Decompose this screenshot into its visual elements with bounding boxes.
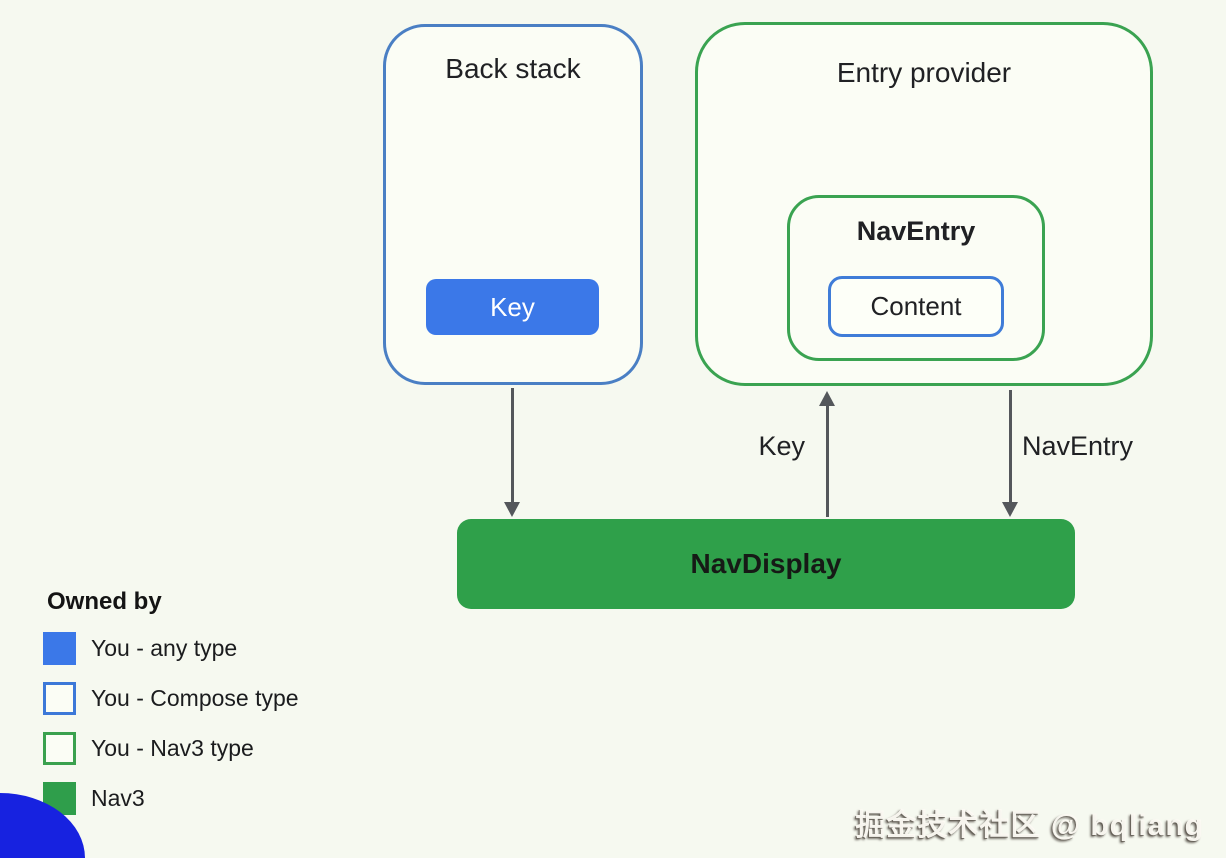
nav-entry-box: NavEntry Content <box>787 195 1045 361</box>
entry-provider-title: Entry provider <box>836 57 1012 88</box>
key-node: Key <box>426 279 599 335</box>
legend: Owned by You - any type You - Compose ty… <box>43 588 299 832</box>
legend-swatch-blue-filled <box>43 632 76 665</box>
back-stack-box: Back stack Key <box>383 24 643 385</box>
legend-label: You - Compose type <box>91 685 299 711</box>
key-node-label: Key <box>490 291 535 322</box>
content-box-label: Content <box>870 291 962 321</box>
watermark-text: 掘金技术社区 @ bqliang <box>855 809 1204 842</box>
arrow-up-icon <box>819 391 835 406</box>
legend-label: Nav3 <box>91 785 145 811</box>
nav-display-box: NavDisplay <box>457 519 1075 609</box>
nav-entry-title: NavEntry <box>856 216 976 246</box>
nav-display-label: NavDisplay <box>690 548 842 579</box>
content-box: Content <box>828 276 1004 337</box>
arrow-backstack-to-navdisplay <box>511 388 514 503</box>
legend-item: You - Nav3 type <box>43 732 299 765</box>
legend-swatch-blue-outline <box>43 682 76 715</box>
back-stack-title: Back stack <box>445 53 581 84</box>
legend-title: Owned by <box>47 588 162 615</box>
legend-item: You - any type <box>43 632 299 665</box>
legend-label: You - any type <box>91 635 238 661</box>
legend-item: Nav3 <box>43 782 299 815</box>
arrow-label-key: Key <box>758 431 805 461</box>
arrow-down-icon <box>504 502 520 517</box>
legend-swatch-green-outline <box>43 732 76 765</box>
arrow-down-icon <box>1002 502 1018 517</box>
arrow-label-naventry: NavEntry <box>1022 431 1134 461</box>
legend-item: You - Compose type <box>43 682 299 715</box>
arrow-entryprovider-to-navdisplay <box>1009 390 1012 503</box>
arrow-navdisplay-to-entryprovider <box>826 405 829 517</box>
entry-provider-box: Entry provider NavEntry Content <box>695 22 1153 386</box>
legend-label: You - Nav3 type <box>91 735 254 761</box>
